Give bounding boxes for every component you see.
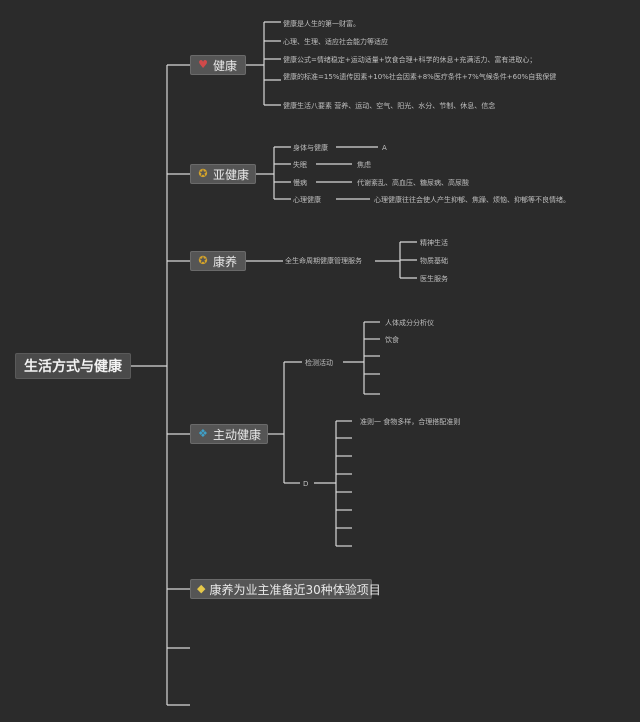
branch-health-label: 健康 [213, 58, 238, 73]
wellness-mid: 全生命周期健康管理服务 [285, 257, 362, 265]
branch-active[interactable]: ❖ 主动健康 [190, 424, 268, 444]
active-sub2-item-1: 准则一 食物多样，合理搭配准则 [360, 418, 461, 426]
ribbon-icon: ✪ [198, 254, 208, 267]
heart-icon: ♥ [198, 58, 208, 71]
branch-projects[interactable]: ◆ 康养为业主准备近30种体验项目 [190, 579, 381, 599]
branch-wellness[interactable]: ✪ 康养 [190, 251, 246, 271]
wellness-item-3: 医生服务 [420, 275, 448, 283]
subhealth-item-1-child: A [382, 144, 387, 152]
subhealth-item-2: 失眠 [293, 161, 307, 169]
root-node[interactable]: 生活方式与健康 [15, 353, 131, 379]
subhealth-item-4: 心理健康 [293, 196, 321, 204]
ribbon-icon: ✪ [198, 167, 208, 180]
active-sub2: D [303, 480, 309, 488]
root-label: 生活方式与健康 [24, 359, 122, 375]
wellness-item-2: 物质基础 [420, 257, 448, 265]
subhealth-item-4-child: 心理健康往往会使人产生抑郁、焦躁、烦恼、抑郁等不良情绪。 [374, 196, 570, 204]
branch-subhealth[interactable]: ✪ 亚健康 [190, 164, 256, 184]
wellness-item-1: 精神生活 [420, 239, 448, 247]
branch-active-label: 主动健康 [212, 427, 261, 442]
gem-icon: ◆ [197, 582, 206, 595]
active-sub1-item-1: 人体成分分析仪 [385, 319, 434, 327]
branch-subhealth-label: 亚健康 [212, 167, 249, 182]
health-item-5: 健康生活八要素 营养、运动、空气、阳光、水分、节制、休息、信念 [283, 102, 496, 110]
branch-projects-label: 康养为业主准备近30种体验项目 [209, 582, 381, 597]
leaf-icon: ❖ [198, 427, 208, 440]
subhealth-item-1: 身体与健康 [293, 144, 328, 152]
active-sub1-item-2: 饮食 [385, 336, 399, 344]
subhealth-item-3: 慢病 [293, 179, 307, 187]
health-item-2: 心理、生理、适应社会能力等适应 [283, 38, 388, 46]
health-item-4: 健康的标准=15%遗传因素+10%社会因素+8%医疗条件+7%气候条件+60%自… [283, 73, 557, 81]
subhealth-item-3-child: 代谢紊乱、高血压、糖尿病、高尿酸 [357, 179, 469, 187]
active-sub1: 检测活动 [305, 359, 333, 367]
health-item-1: 健康是人生的第一财富。 [283, 20, 360, 28]
subhealth-item-2-child: 焦虑 [357, 161, 371, 169]
health-item-3: 健康公式=情绪稳定+运动适量+饮食合理+科学的休息+充满活力、富有进取心； [283, 56, 537, 64]
branch-health[interactable]: ♥ 健康 [190, 55, 246, 75]
branch-wellness-label: 康养 [213, 254, 238, 269]
